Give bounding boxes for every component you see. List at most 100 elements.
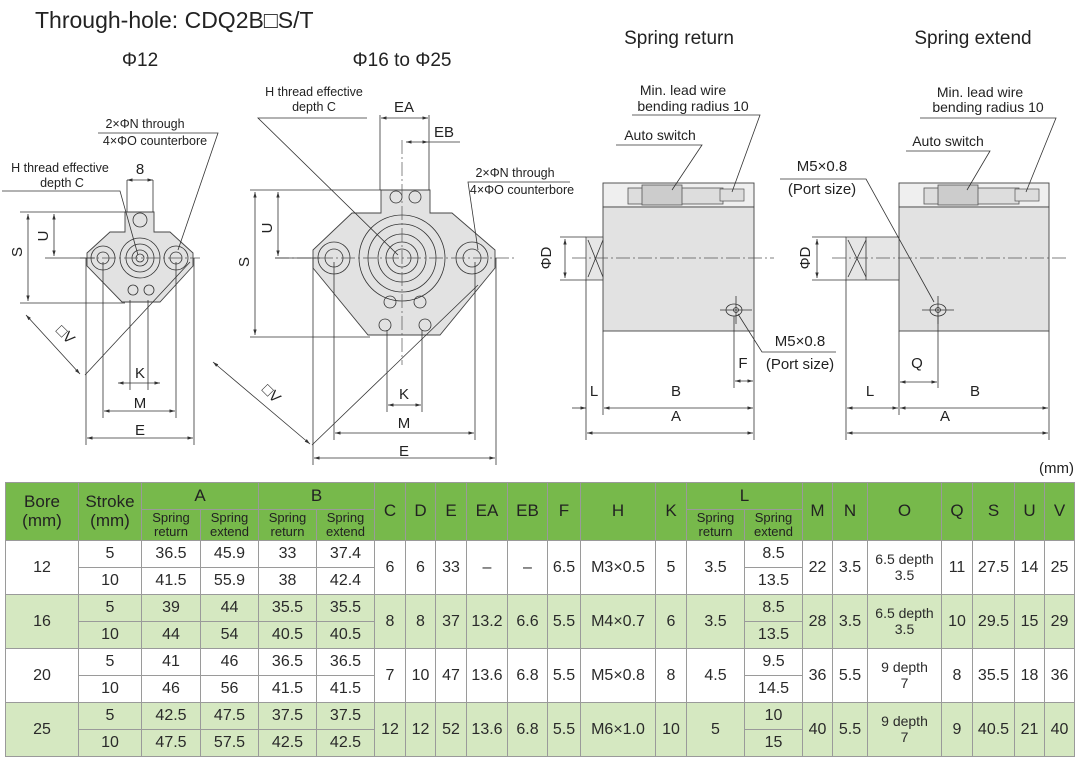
header-bore: Bore(mm) [5,482,79,541]
cell-A-spring-extend: 44 [200,594,259,622]
cell-O-line1: 9 depth [881,713,928,730]
cell-B-spring-return: 38 [258,567,317,595]
header-Q: Q [941,482,973,541]
dim-L: L [866,383,874,400]
cell-M: 40 [802,702,833,757]
dim-K: K [135,365,145,382]
cell-K: 5 [655,540,687,595]
header-O: O [867,482,942,541]
cell-S: 29.5 [972,594,1015,649]
thread-label-2: depth C [40,176,84,190]
cell-B-spring-return: 33 [258,540,317,568]
cell-N: 3.5 [832,594,868,649]
header-B: B [258,482,375,510]
cell-A-spring-extend: 55.9 [200,567,259,595]
through-hole-label: 2×ΦN through [105,117,184,131]
counterbore-label: 4×ΦO counterbore [103,134,207,148]
cell-B-spring-extend: 42.4 [316,567,375,595]
dim-M: M [398,415,411,432]
dim-A: A [940,408,950,425]
cell-M: 28 [802,594,833,649]
cell-M: 36 [802,648,833,703]
cell-B-spring-return: 40.5 [258,621,317,649]
spring-return-label: Spring return [624,28,734,49]
cell-A-spring-extend: 56 [200,675,259,703]
header-V: V [1044,482,1075,541]
header-H: H [580,482,656,541]
cell-F: 6.5 [547,540,581,595]
cell-B-spring-return: 42.5 [258,729,317,757]
dim-E: E [135,422,145,439]
thread-label-2: depth C [292,100,336,114]
dim-L: L [590,383,598,400]
cell-U: 21 [1014,702,1045,757]
cell-L-spring-extend: 15 [744,729,803,757]
cell-E: 33 [435,540,467,595]
cell-stroke: 5 [78,702,142,730]
phi16-25-label: Φ16 to Φ25 [353,50,452,71]
phi16-25-front-view: Φ16 to Φ25 S U H thread effective depth … [212,50,574,465]
cell-bore: 12 [5,540,79,595]
dim-M: M [134,395,147,412]
cell-D: 6 [405,540,436,595]
cell-B-spring-return: 35.5 [258,594,317,622]
lead-wire-label-2: bending radius 10 [637,98,749,114]
cell-E: 37 [435,594,467,649]
cell-A-spring-extend: 54 [200,621,259,649]
header-F: F [547,482,581,541]
cell-L-spring-extend: 9.5 [744,648,803,676]
cell-F: 5.5 [547,594,581,649]
cell-H: M5×0.8 [580,648,656,703]
cell-stroke: 5 [78,540,142,568]
cell-V: 29 [1044,594,1075,649]
cell-A-spring-return: 41.5 [141,567,201,595]
cell-A-spring-extend: 46 [200,648,259,676]
cell-bore: 20 [5,648,79,703]
cell-H: M4×0.7 [580,594,656,649]
dim-EA: EA [394,99,414,116]
header-D: D [405,482,436,541]
cell-EA: 13.2 [466,594,508,649]
header-L: L [686,482,803,510]
cell-stroke: 10 [78,621,142,649]
cell-A-spring-return: 41 [141,648,201,676]
cell-V: 25 [1044,540,1075,595]
auto-switch-label: Auto switch [912,133,984,149]
dim-D: ΦD [797,246,814,269]
cell-N: 5.5 [832,702,868,757]
thread-label-1: H thread effective [11,161,109,175]
header-N: N [832,482,868,541]
cell-V: 40 [1044,702,1075,757]
cell-A-spring-return: 42.5 [141,702,201,730]
cell-K: 8 [655,648,687,703]
cell-A-spring-return: 47.5 [141,729,201,757]
dim-E: E [399,443,409,460]
cell-L-spring-return: 5 [686,702,745,757]
dim-S: S [9,247,26,257]
spring-extend-side-view: Spring extend ΦD Auto switch Min. lead w… [780,28,1068,440]
cell-L-spring-extend: 8.5 [744,540,803,568]
cell-EA: – [466,540,508,595]
cell-O-line2: 3.5 [894,620,915,637]
cell-U: 14 [1014,540,1045,595]
cell-stroke: 5 [78,594,142,622]
cell-C: 7 [374,648,406,703]
lead-wire-label-2: bending radius 10 [932,99,1044,115]
dim-K: K [399,386,409,403]
cell-L-spring-return: 3.5 [686,540,745,595]
port-label-2: (Port size) [788,181,856,198]
cell-B-spring-return: 41.5 [258,675,317,703]
cell-L-spring-extend: 8.5 [744,594,803,622]
cell-A-spring-return: 36.5 [141,540,201,568]
cell-EB: 6.8 [507,702,548,757]
cell-stroke: 5 [78,648,142,676]
cell-Q: 11 [941,540,973,595]
header-K: K [655,482,687,541]
dim-A: A [671,408,681,425]
cell-A-spring-return: 44 [141,621,201,649]
